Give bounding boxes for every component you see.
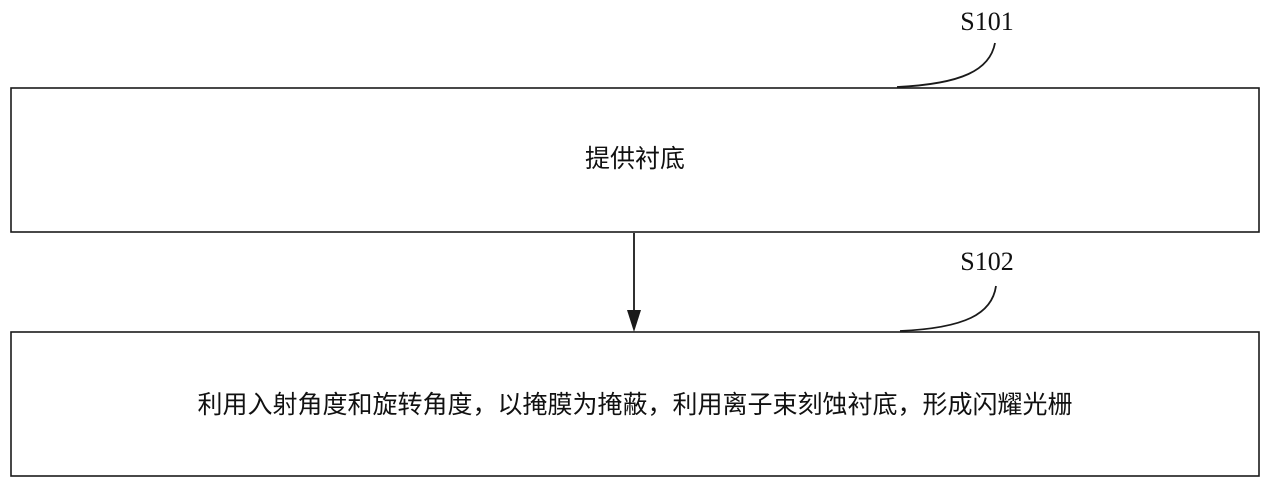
step-s102-leader-line	[899, 285, 997, 332]
flow-arrow-head	[627, 310, 641, 332]
step-s102-label: S102	[960, 247, 1013, 276]
step-s101-box	[10, 87, 1260, 233]
step-s101-label: S101	[960, 7, 1013, 36]
flow-arrow	[627, 233, 641, 332]
step-s102-box	[10, 331, 1260, 477]
step-s101: 提供衬底 S101	[10, 7, 1260, 233]
step-s101-text: 提供衬底	[585, 144, 685, 173]
step-s102: 利用入射角度和旋转角度，以掩膜为掩蔽，利用离子束刻蚀衬底，形成闪耀光栅 S102	[10, 247, 1260, 477]
step-s101-leader-line	[896, 42, 996, 88]
step-s102-text: 利用入射角度和旋转角度，以掩膜为掩蔽，利用离子束刻蚀衬底，形成闪耀光栅	[197, 390, 1072, 419]
